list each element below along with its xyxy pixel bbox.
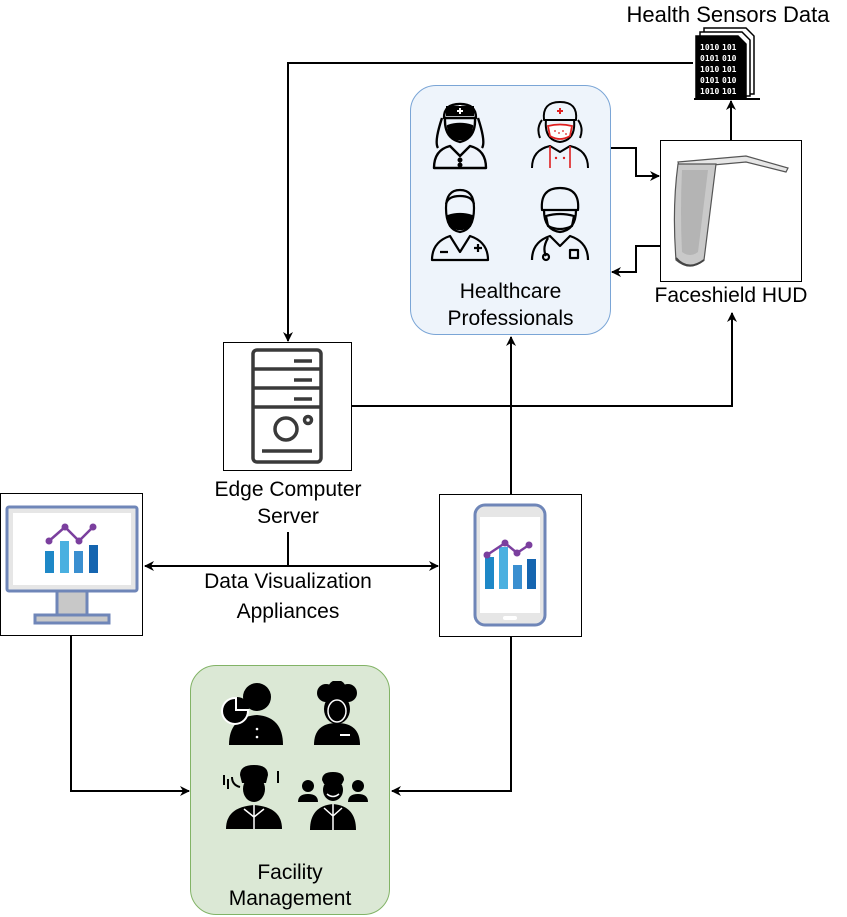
sensors-label: Health Sensors Data (626, 2, 830, 27)
edge-label-line1: Edge Computer (214, 478, 362, 501)
svg-text:101: 101 (722, 43, 737, 52)
svg-text:1010: 1010 (700, 65, 719, 74)
surgeon-icon (530, 186, 590, 262)
nurse-icon (432, 102, 488, 170)
server-tower-icon (251, 348, 323, 464)
visualization-label-line2: Appliances (236, 600, 340, 623)
edge-label-line2: Server (257, 505, 319, 528)
arrow-monitor-to-facility (70, 636, 190, 796)
monitor-chart-icon (5, 505, 139, 625)
arrow-faceshield-to-healthcare (611, 245, 660, 277)
analyst-icon (221, 683, 283, 745)
visualization-label-line1: Data Visualization (204, 570, 372, 593)
thinker-icon (314, 681, 360, 745)
svg-text:010: 010 (722, 54, 737, 63)
doctor-with-mask-icon (430, 188, 490, 262)
faceshield-label: Faceshield HUD (654, 284, 808, 307)
facility-label-line1: Facility (257, 861, 323, 884)
svg-text:0101: 0101 (700, 76, 719, 85)
svg-text:0101: 0101 (700, 54, 719, 63)
arrow-healthcare-to-faceshield (611, 147, 660, 181)
arrow-edge-to-faceshield (352, 312, 737, 407)
nurse-with-mask-icon (531, 101, 589, 169)
svg-text:101: 101 (722, 87, 737, 96)
svg-text:1010: 1010 (700, 87, 719, 96)
arrow-sensors-to-edge (283, 62, 693, 342)
svg-text:1010: 1010 (700, 43, 719, 52)
healthcare-label-line1: Healthcare (459, 280, 562, 303)
team-icon (298, 772, 368, 830)
stressed-manager-icon (223, 765, 282, 829)
facility-label-line2: Management (228, 887, 352, 910)
svg-text:101: 101 (722, 65, 737, 74)
faceshield-icon (673, 155, 789, 267)
svg-text:010: 010 (722, 76, 737, 85)
healthcare-label-line2: Professionals (447, 307, 574, 330)
smartphone-chart-icon (473, 503, 547, 627)
arrow-phone-to-facility (391, 637, 512, 796)
